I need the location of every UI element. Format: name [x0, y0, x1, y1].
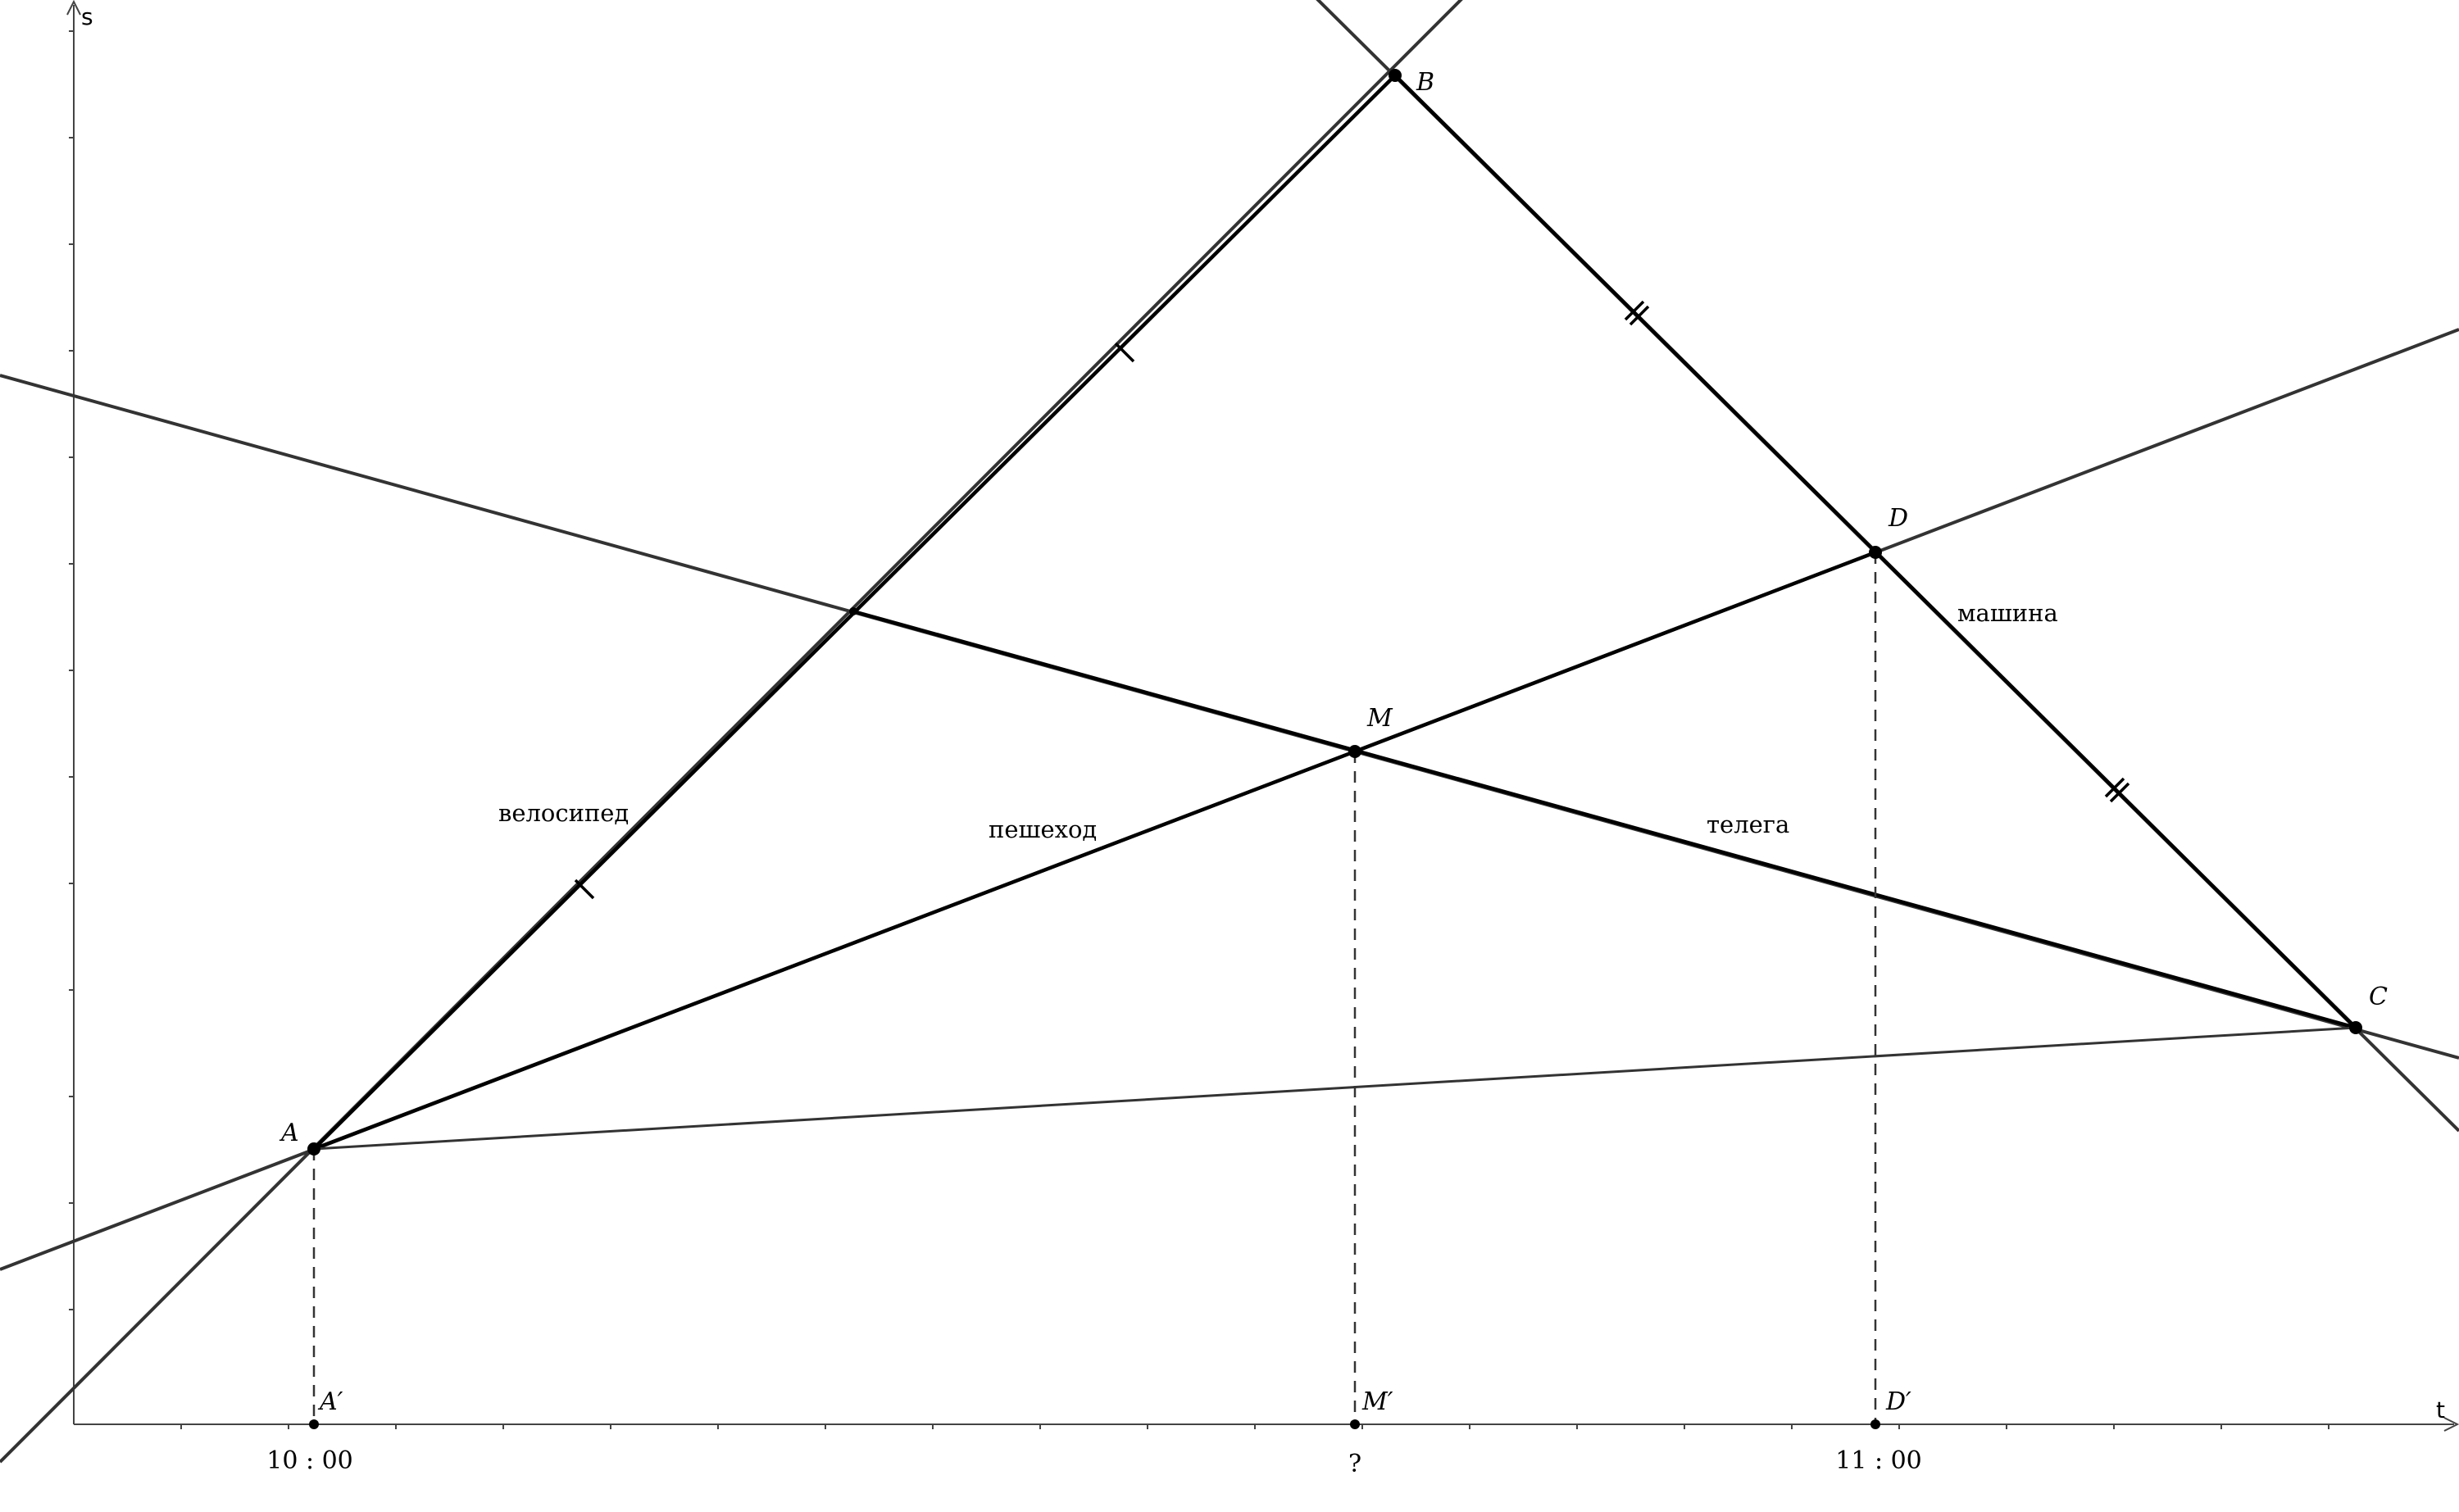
segment-am — [313, 749, 1356, 1151]
label-cart: телега — [1707, 810, 1789, 838]
label-pedestrian: пешеход — [989, 815, 1097, 843]
tick-label-10-00: 10 : 00 — [266, 1446, 353, 1475]
tick-label-11-00: 11 : 00 — [1835, 1446, 1922, 1475]
points — [307, 69, 2362, 1429]
label-d: D — [1888, 504, 1908, 533]
point-m-proj — [1350, 1419, 1360, 1429]
label-m: M — [1366, 704, 1393, 733]
x-axis-arrow — [2443, 1417, 2459, 1432]
point-d — [1869, 546, 1882, 559]
y-axis-ticks — [69, 30, 74, 1310]
tick-mark-dc-2 — [2109, 782, 2130, 803]
tick-mark-ab-upper — [1114, 342, 1135, 363]
tick-mark-bd-2 — [1629, 305, 1650, 326]
full-lines — [0, 0, 2459, 1464]
label-a: A — [279, 1119, 299, 1147]
y-axis-label: s — [81, 3, 93, 30]
point-m — [1348, 745, 1361, 758]
segment-ac — [313, 1026, 2357, 1151]
point-b — [1389, 69, 1402, 82]
x-axis-label: t — [2436, 1396, 2445, 1423]
tick-mark-ab-lower — [574, 879, 595, 900]
tick-label-question: ? — [1348, 1450, 1361, 1478]
point-d-proj — [1870, 1419, 1880, 1429]
label-bicycle: велосипед — [498, 799, 629, 827]
segment-md — [1354, 550, 1876, 754]
point-intersection — [849, 607, 857, 615]
axes — [66, 0, 2459, 1432]
label-d-proj: D′ — [1885, 1387, 1911, 1416]
point-a-proj — [309, 1419, 319, 1429]
tick-mark-bd-1 — [1624, 300, 1645, 321]
segment-pc — [852, 609, 2357, 1030]
label-car: машина — [1957, 599, 2058, 627]
label-c: C — [2369, 983, 2388, 1011]
point-a — [307, 1142, 320, 1156]
bicycle-line — [0, 0, 1463, 1464]
y-axis-arrow — [66, 0, 81, 16]
segments — [312, 74, 2357, 1151]
label-b: B — [1416, 68, 1434, 97]
equal-marks — [574, 300, 2130, 900]
tick-mark-dc-1 — [2104, 777, 2125, 798]
x-axis-ticks — [180, 1424, 2329, 1429]
point-c — [2349, 1021, 2362, 1034]
projection-lines — [312, 552, 1877, 1424]
label-a-proj: A′ — [317, 1387, 343, 1416]
label-m-proj: M′ — [1361, 1387, 1393, 1416]
